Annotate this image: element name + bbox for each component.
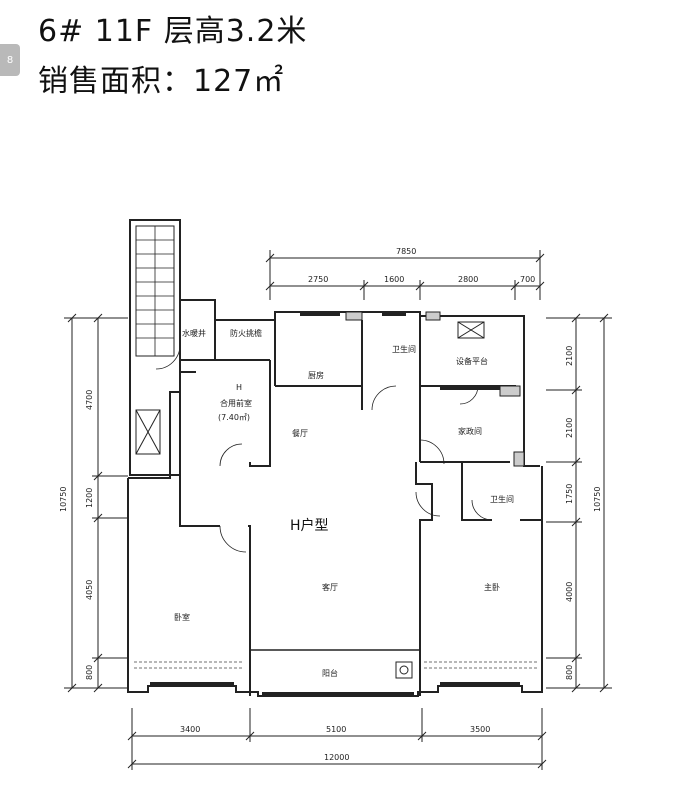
side-tab-badge[interactable]: 8	[0, 44, 20, 76]
room-shared-mark: H	[236, 383, 242, 392]
dim-top-seg-3: 2800	[458, 275, 478, 284]
dim-left-total: 10750	[59, 487, 68, 512]
dim-bottom-seg-3: 3500	[470, 725, 490, 734]
dim-bottom-total: 12000	[324, 753, 349, 762]
dim-left-seg-1: 4700	[85, 390, 94, 410]
dim-top-total: 7850	[396, 247, 416, 256]
dim-right-seg-5: 800	[565, 665, 574, 680]
dim-left-seg-4: 800	[85, 665, 94, 680]
room-kitchen: 厨房	[308, 370, 324, 380]
dim-bottom-seg-1: 3400	[180, 725, 200, 734]
dim-right-seg-1: 2100	[565, 346, 574, 366]
room-water-well: 水暖井	[182, 328, 206, 338]
dim-top-seg-4: 700	[520, 275, 535, 284]
sales-area-title: 销售面积：127㎡	[38, 64, 285, 99]
room-bedroom: 卧室	[174, 612, 190, 622]
room-dining: 餐厅	[292, 429, 308, 438]
dim-left-seg-3: 4050	[85, 580, 94, 600]
dim-right-seg-2: 2100	[565, 418, 574, 438]
dim-left-seg-2: 1200	[85, 488, 94, 508]
room-utility: 家政间	[458, 426, 482, 436]
room-bathroom-1: 卫生间	[392, 344, 416, 354]
room-balcony: 阳台	[322, 668, 338, 678]
room-master-bedroom: 主卧	[484, 582, 500, 592]
floor-info-title: 6# 11F 层高3.2米	[38, 14, 308, 49]
room-equipment-platform: 设备平台	[456, 356, 488, 366]
room-shared-lobby: 合用前室	[220, 398, 252, 408]
dim-bottom-seg-2: 5100	[326, 725, 346, 734]
unit-type-label: H户型	[290, 517, 329, 534]
room-bathroom-2: 卫生间	[490, 494, 514, 504]
room-shared-lobby-area: (7.40㎡)	[218, 413, 250, 422]
room-fire-eave: 防火挑檐	[230, 328, 262, 338]
room-living: 客厅	[322, 582, 338, 592]
dim-top-seg-2: 1600	[384, 275, 404, 284]
dim-right-seg-3: 1750	[565, 484, 574, 504]
dim-top-seg-1: 2750	[308, 275, 328, 284]
dim-right-seg-4: 4000	[565, 582, 574, 602]
dim-right-total: 10750	[593, 487, 602, 512]
